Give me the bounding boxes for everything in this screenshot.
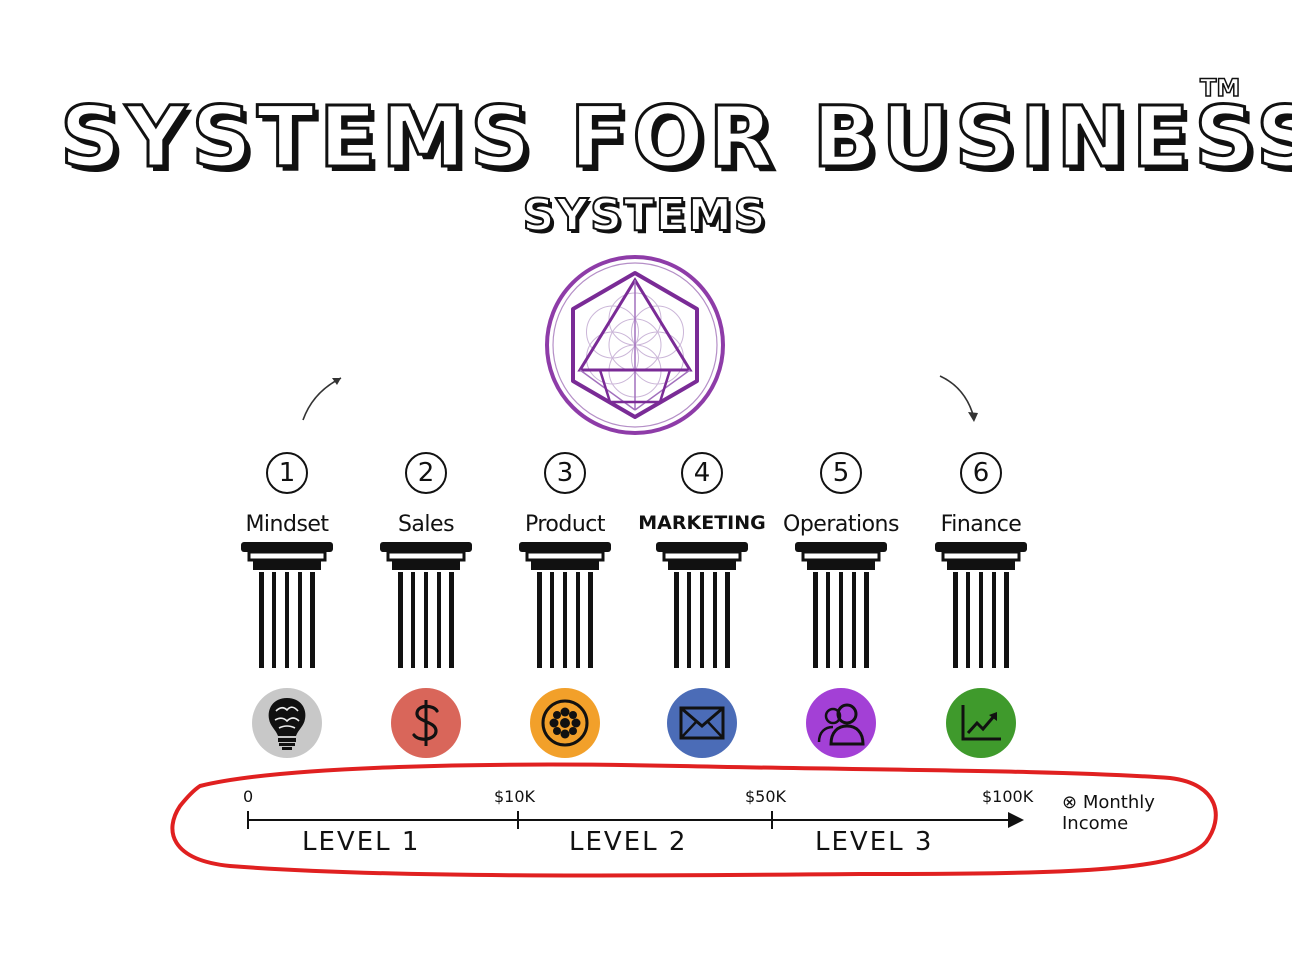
systems-emblem-icon bbox=[545, 255, 725, 435]
timeline-axis bbox=[247, 811, 1024, 829]
page-title: SYSTEMS FOR BUSINESS bbox=[59, 87, 1292, 188]
pillar-label: Mindset bbox=[245, 512, 329, 537]
envelope-icon bbox=[667, 688, 737, 758]
product-flower-icon bbox=[530, 688, 600, 758]
level-1-label: LEVEL 1 bbox=[302, 827, 421, 857]
axis-unit-label: Monthly Income bbox=[1062, 792, 1155, 834]
column-icon bbox=[241, 542, 333, 668]
tick-label-10k: $10K bbox=[494, 787, 536, 806]
column-icon bbox=[656, 542, 748, 668]
column-icon bbox=[519, 542, 611, 668]
pillar-label: Finance bbox=[940, 512, 1022, 537]
tick-label-0: 0 bbox=[243, 787, 254, 806]
column-icon bbox=[380, 542, 472, 668]
growth-chart-icon bbox=[946, 688, 1016, 758]
pillar-product: 3 Product bbox=[495, 452, 635, 758]
level-2-label: LEVEL 2 bbox=[569, 827, 688, 857]
pillar-number: 6 bbox=[960, 452, 1002, 494]
tick-label-100k: $100K bbox=[982, 787, 1034, 806]
pillar-number: 5 bbox=[820, 452, 862, 494]
pillar-number: 2 bbox=[405, 452, 447, 494]
pillar-operations: 5 Operations bbox=[771, 452, 911, 758]
pillar-number: 4 bbox=[681, 452, 723, 494]
pillar-label: MARKETING bbox=[638, 512, 766, 534]
trademark-mark: TM bbox=[1199, 73, 1241, 103]
column-icon bbox=[795, 542, 887, 668]
pillar-sales: 2 Sales bbox=[356, 452, 496, 758]
cycle-arrow-left-icon bbox=[302, 377, 342, 421]
brain-bulb-icon bbox=[252, 688, 322, 758]
pillar-label: Operations bbox=[783, 512, 899, 537]
pillar-marketing: 4 MARKETING bbox=[632, 452, 772, 758]
cycle-arrow-right-icon bbox=[939, 375, 978, 422]
level-3-label: LEVEL 3 bbox=[815, 827, 934, 857]
pillar-number: 3 bbox=[544, 452, 586, 494]
pillar-label: Product bbox=[524, 512, 606, 537]
pillar-label: Sales bbox=[397, 512, 455, 537]
pillar-number: 1 bbox=[266, 452, 308, 494]
column-icon bbox=[935, 542, 1027, 668]
timeline-highlight-loop bbox=[170, 762, 1218, 878]
pillar-mindset: 1 Mindset bbox=[217, 452, 357, 758]
axis-unit-note: ⊗ Monthly Income bbox=[1062, 792, 1172, 834]
dollar-icon bbox=[391, 688, 461, 758]
pillar-finance: 6 Finance bbox=[911, 452, 1051, 758]
tick-label-50k: $50K bbox=[745, 787, 787, 806]
multiply-icon: ⊗ bbox=[1062, 792, 1078, 813]
people-icon bbox=[806, 688, 876, 758]
systems-heading: SYSTEMS bbox=[522, 189, 768, 242]
